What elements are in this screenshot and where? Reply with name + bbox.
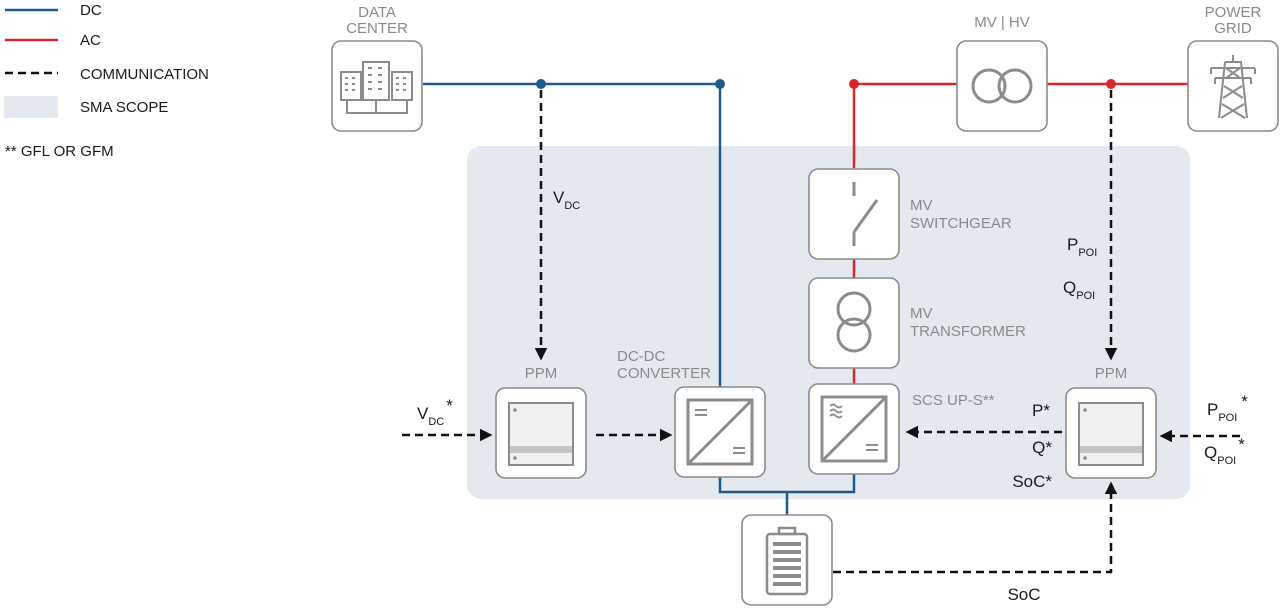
data-center-box bbox=[331, 40, 423, 132]
svg-text:PPOI*: PPOI* bbox=[1207, 392, 1248, 424]
inverter-icon bbox=[820, 395, 888, 463]
power-tower-icon bbox=[1210, 55, 1256, 119]
controller-icon bbox=[508, 402, 574, 466]
signal-soc: SoC bbox=[1007, 585, 1040, 604]
legend-dc-label: DC bbox=[80, 2, 102, 19]
power-grid-label-line1: POWER bbox=[1205, 4, 1262, 21]
mv-switchgear-label-line1: MV bbox=[910, 197, 933, 214]
dc-junction-1 bbox=[536, 79, 546, 89]
dc-junction-2 bbox=[715, 79, 725, 89]
signal-qpoi: QPOI bbox=[1063, 278, 1095, 302]
dc-dc-converter-icon bbox=[686, 398, 754, 466]
data-center-node: DATA CENTER bbox=[331, 4, 423, 132]
svg-text:QPOI*: QPOI* bbox=[1204, 435, 1245, 467]
power-grid-node: POWER GRID bbox=[1187, 4, 1279, 132]
ac-junction-2 bbox=[1106, 79, 1116, 89]
controller-icon bbox=[1078, 402, 1144, 466]
dcdc-label-line2: CONVERTER bbox=[617, 365, 711, 382]
svg-text:QPOI: QPOI bbox=[1063, 278, 1095, 302]
battery-icon bbox=[765, 526, 809, 596]
signal-q-star: Q* bbox=[1032, 438, 1052, 457]
mv-hv-label: MV | HV bbox=[974, 14, 1030, 31]
mv-transformer-label-line2: TRANSFORMER bbox=[910, 323, 1026, 340]
signal-ppoi-setpoint: PPOI* bbox=[1207, 392, 1248, 424]
ppm-left-node: PPM bbox=[495, 365, 587, 479]
mv-switchgear-box bbox=[808, 168, 900, 260]
legend-ac-label: AC bbox=[80, 32, 101, 49]
battery-node bbox=[741, 514, 833, 606]
signal-soc-star: SoC* bbox=[1012, 472, 1052, 491]
data-center-label-line1: DATA bbox=[358, 4, 396, 21]
ac-junction-1 bbox=[849, 79, 859, 89]
signal-p-star: P* bbox=[1032, 401, 1050, 420]
ppm-right-node: PPM bbox=[1065, 365, 1157, 479]
svg-text:VDC*: VDC* bbox=[417, 396, 453, 428]
mv-switchgear-label-line2: SWITCHGEAR bbox=[910, 215, 1012, 232]
signal-qpoi-setpoint: QPOI* bbox=[1204, 435, 1245, 467]
svg-text:PPOI: PPOI bbox=[1067, 235, 1097, 259]
comm-soc-battery-to-ppm-right bbox=[833, 481, 1118, 574]
legend-sma-scope-swatch bbox=[4, 96, 58, 118]
legend: DC AC COMMUNICATION SMA SCOPE ** GFL OR … bbox=[4, 2, 209, 160]
ppm-right-label: PPM bbox=[1095, 365, 1128, 382]
mv-transformer-label-line1: MV bbox=[910, 305, 933, 322]
scs-label: SCS UP-S** bbox=[912, 392, 995, 409]
signal-vdc-setpoint: VDC* bbox=[417, 396, 453, 428]
data-center-label-line2: CENTER bbox=[346, 20, 408, 37]
dcdc-label-line1: DC-DC bbox=[617, 348, 665, 365]
svg-text:VDC: VDC bbox=[553, 188, 580, 212]
switch-icon bbox=[852, 182, 879, 246]
power-grid-label-line2: GRID bbox=[1214, 20, 1252, 37]
legend-footnote: ** GFL OR GFM bbox=[5, 143, 114, 160]
signal-ppoi: PPOI bbox=[1067, 235, 1097, 259]
transformer-vertical-icon bbox=[836, 291, 872, 353]
legend-sma-scope-label: SMA SCOPE bbox=[80, 99, 168, 116]
legend-communication-label: COMMUNICATION bbox=[80, 66, 209, 83]
buildings-icon bbox=[340, 61, 413, 114]
mv-transformer-node: MV TRANSFORMER bbox=[808, 277, 1026, 369]
dcdc-converter-node: DC-DC CONVERTER bbox=[617, 348, 766, 478]
signal-vdc: VDC bbox=[553, 188, 580, 212]
mv-hv-node: MV | HV bbox=[956, 14, 1048, 132]
ppm-left-label: PPM bbox=[525, 365, 558, 382]
mv-transformer-box bbox=[808, 277, 900, 369]
scs-node: SCS UP-S** bbox=[808, 383, 995, 475]
transformer-icon bbox=[971, 68, 1033, 104]
mv-hv-box bbox=[956, 40, 1048, 132]
mv-switchgear-node: MV SWITCHGEAR bbox=[808, 168, 1012, 260]
power-grid-box bbox=[1187, 40, 1279, 132]
